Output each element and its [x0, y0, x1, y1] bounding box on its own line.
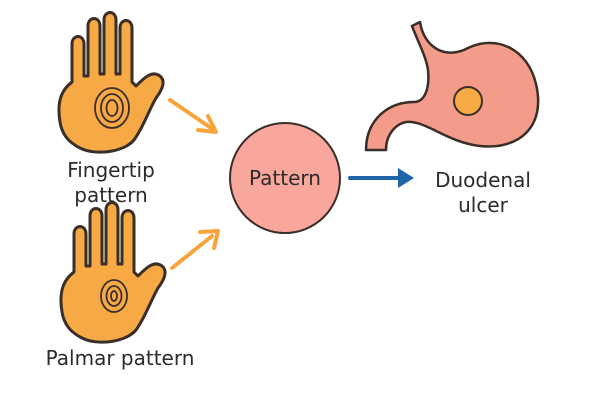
ulcer-icon — [453, 86, 483, 116]
pattern-circle-label: Pattern — [249, 166, 321, 190]
stomach-icon — [364, 20, 540, 152]
palmar-arrow-icon — [170, 229, 220, 270]
fingerprint-icon — [100, 279, 128, 313]
fingertip-label-line2: pattern — [74, 183, 148, 207]
fingerprint-icon — [94, 87, 130, 129]
palmar-label: Palmar pattern — [45, 346, 195, 370]
outcome-arrow-icon — [348, 168, 414, 188]
outcome-label-line1: Duodenal — [435, 168, 531, 192]
fingertip-hand-icon — [57, 11, 165, 154]
palmar-hand-icon — [59, 201, 167, 344]
fingertip-label-line1: Fingertip — [67, 158, 155, 182]
fingertip-arrow-icon — [168, 98, 218, 134]
pattern-circle — [229, 122, 341, 234]
outcome-label-line2: ulcer — [458, 193, 508, 217]
